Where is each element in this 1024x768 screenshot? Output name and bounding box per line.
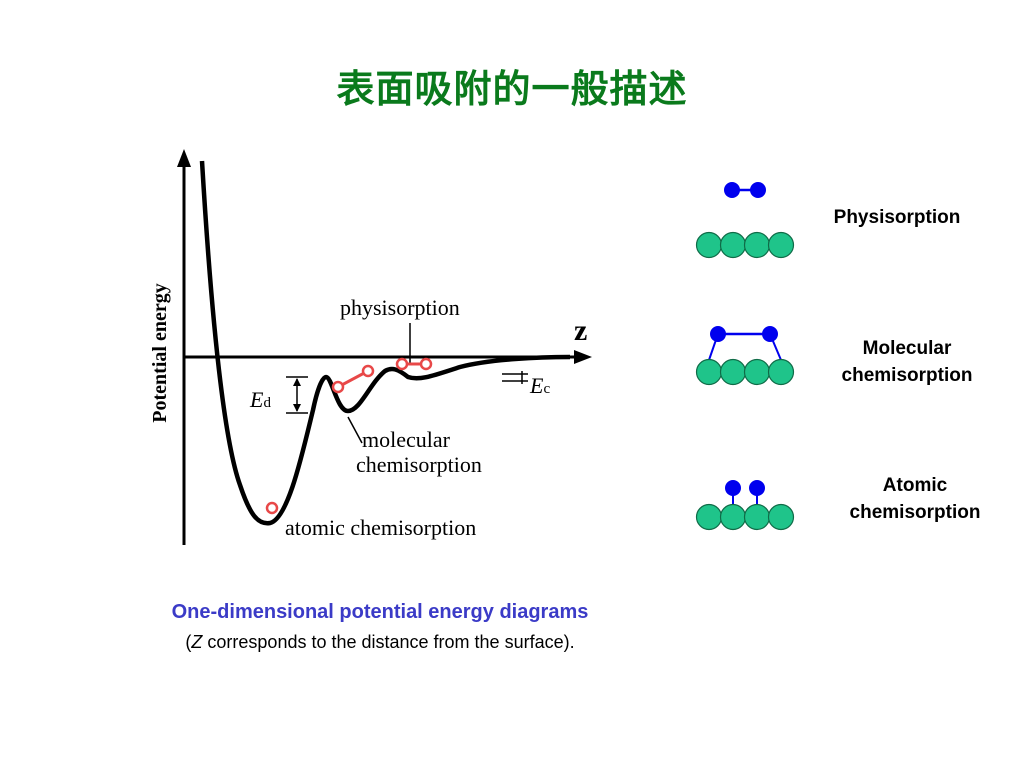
molecular-model-label-line1: Molecular (862, 338, 952, 359)
adsorbate-atom (724, 182, 740, 198)
page-title: 表面吸附的一般描述 (336, 67, 688, 111)
molec-molecule-atom-2 (361, 364, 375, 378)
molecular-model-label-line2: chemisorption (841, 365, 973, 386)
surface-atom (719, 503, 747, 531)
ec-label: Ec (529, 373, 550, 398)
potential-energy-diagram: Potential energy z Ed Ec physisorption m… (149, 149, 592, 545)
surface-atom (743, 503, 771, 531)
surface-atom (719, 231, 747, 259)
surface-atom (695, 358, 723, 386)
physi-molecule-atom-1 (395, 357, 409, 371)
molecular-label-line2: chemisorption (356, 452, 482, 477)
z-variable: Z (191, 632, 203, 652)
adsorbate-atom (725, 480, 741, 496)
atomic-label: atomic chemisorption (285, 515, 476, 540)
atomic-model-label-line2: chemisorption (849, 502, 981, 523)
physisorption-model-label: Physisorption (833, 207, 961, 228)
physi-molecule-atom-2 (419, 357, 433, 371)
ed-arrow-up (293, 378, 301, 386)
surface-atom (695, 503, 723, 531)
surface-atom (767, 231, 795, 259)
ed-label: Ed (249, 387, 271, 412)
physisorption-label: physisorption (340, 295, 460, 320)
adsorbate-atom (749, 480, 765, 496)
adsorbate-atom (762, 326, 778, 342)
adsorbate-atom (710, 326, 726, 342)
surface-atom (743, 358, 771, 386)
molec-molecule-atom-1 (331, 380, 345, 394)
z-axis-label: z (574, 314, 587, 347)
surface-atom (719, 358, 747, 386)
surface-atom (767, 358, 795, 386)
y-axis-arrowhead (177, 149, 191, 167)
z-axis-arrowhead (574, 350, 592, 364)
atomic-marker (265, 501, 279, 515)
surface-atom (743, 231, 771, 259)
molecular-chemisorption-model (695, 326, 795, 386)
potential-curve (199, 160, 571, 526)
physisorption-model (695, 182, 795, 259)
molecular-label-line1: molecular (362, 427, 451, 452)
ed-arrow-down (293, 404, 301, 412)
atomic-model-label-line1: Atomic (882, 475, 948, 496)
molecular-model-label: Molecular chemisorption (812, 335, 1002, 389)
figure-caption: One-dimensional potential energy diagram… (171, 601, 589, 623)
atomic-chemisorption-model (695, 480, 795, 531)
molecular-leader (347, 416, 363, 444)
adsorbate-atom (750, 182, 766, 198)
figure-caption-note: (Z corresponds to the distance from the … (185, 632, 575, 652)
atomic-model-label: Atomic chemisorption (822, 472, 1008, 526)
surface-atom (695, 231, 723, 259)
surface-atom (767, 503, 795, 531)
y-axis-label: Potential energy (149, 283, 171, 422)
